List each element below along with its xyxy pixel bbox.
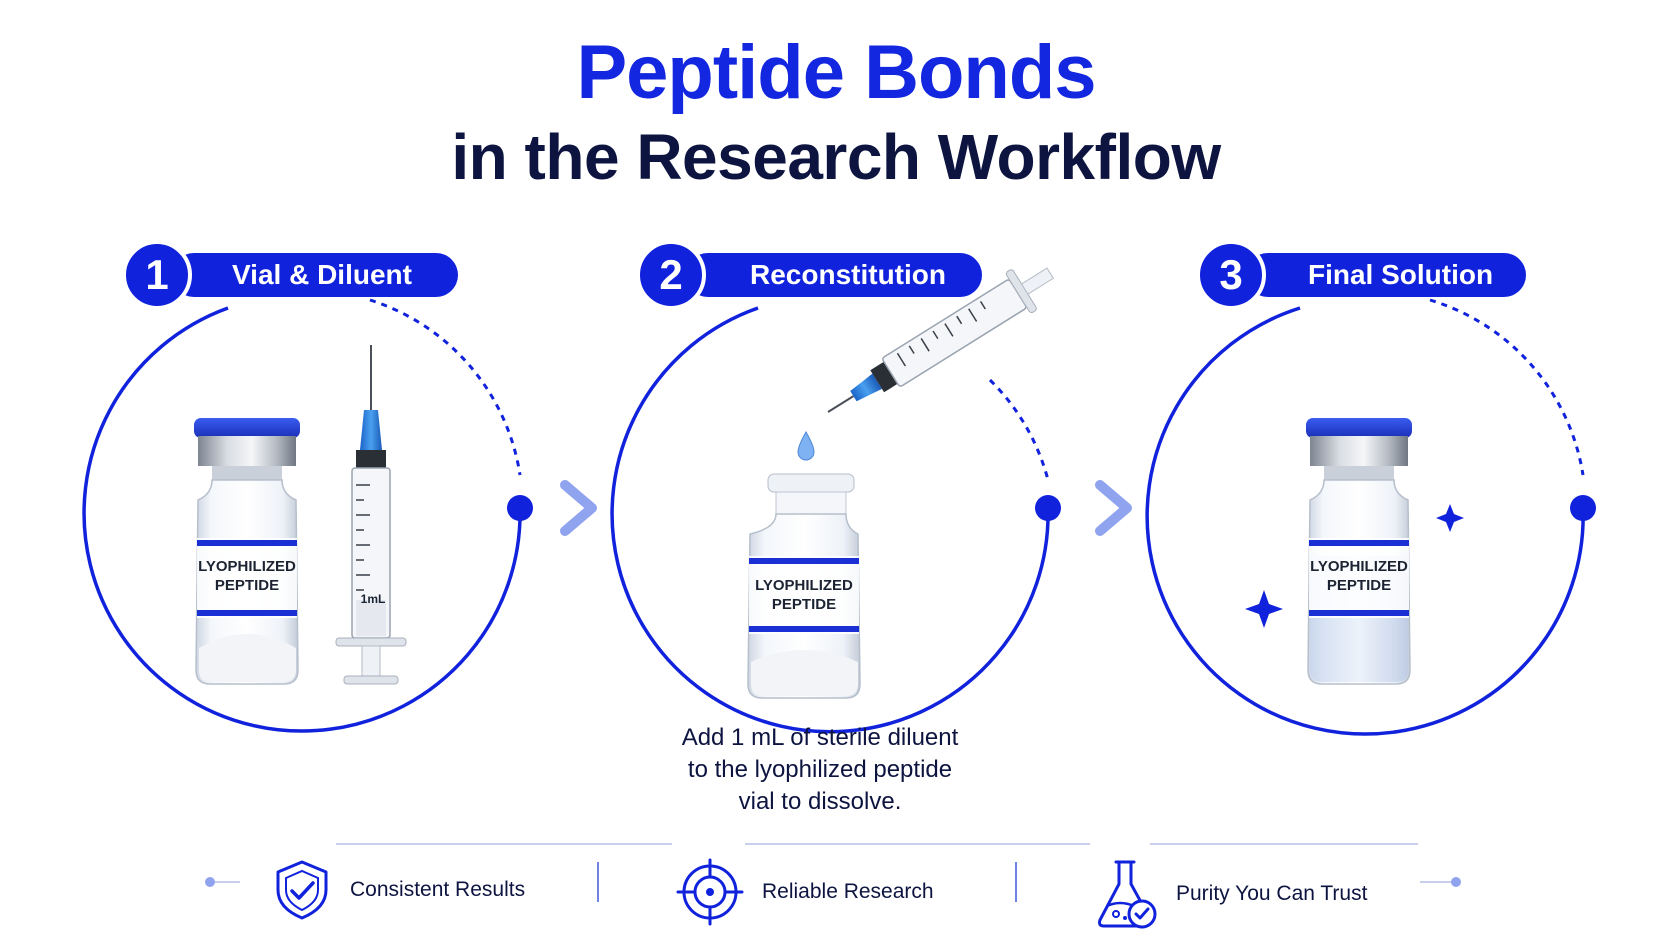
flask-check-icon — [1098, 860, 1157, 929]
step-2-label: Reconstitution — [686, 253, 982, 297]
target-icon — [676, 858, 744, 926]
step-2-syringe — [827, 267, 1055, 413]
step-1-vial-label: LYOPHILIZED PEPTIDE — [198, 558, 296, 594]
feature-consistent-results: Consistent Results — [272, 858, 525, 922]
reconstitution-caption: Add 1 mL of sterile diluent to the lyoph… — [681, 724, 959, 815]
feature-divider-line — [208, 843, 1456, 883]
step-1-label: Vial & Diluent — [172, 253, 458, 297]
droplet-icon — [797, 430, 815, 461]
step-3-label: Final Solution — [1246, 253, 1526, 297]
title-block: Peptide Bonds in the Research Workflow — [0, 28, 1672, 196]
chevron-right-icon — [1095, 480, 1132, 536]
syringe-volume-label: 1mL — [360, 592, 386, 606]
page-subtitle: in the Research Workflow — [451, 121, 1221, 193]
step-3-number-badge: 3 — [1196, 240, 1266, 310]
step-3-circle — [1145, 298, 1596, 736]
feature-reliable-research: Reliable Research — [676, 858, 934, 926]
feature-label: Consistent Results — [350, 878, 526, 901]
feature-label: Purity You Can Trust — [1176, 882, 1368, 905]
step-2-vial — [747, 473, 861, 699]
feature-label: Reliable Research — [762, 880, 934, 903]
step-1-number-badge: 1 — [122, 240, 192, 310]
step-2-vial-label: LYOPHILIZED PEPTIDE — [755, 577, 853, 613]
feature-purity: Purity You Can Trust — [1094, 858, 1367, 930]
sparkle-icon — [1245, 590, 1283, 628]
shield-check-icon — [276, 860, 328, 920]
page-title: Peptide Bonds — [576, 30, 1096, 115]
step-3-vial — [1306, 418, 1412, 685]
chevron-right-icon — [560, 480, 597, 536]
step-2-number-badge: 2 — [636, 240, 706, 310]
step-3-vial-label: LYOPHILIZED PEPTIDE — [1310, 558, 1408, 594]
step-1-vial — [194, 418, 300, 685]
step-2-circle — [610, 306, 1061, 734]
step-1-syringe — [335, 345, 407, 685]
step-1-circle — [82, 298, 533, 733]
sparkle-icon — [1436, 504, 1464, 532]
